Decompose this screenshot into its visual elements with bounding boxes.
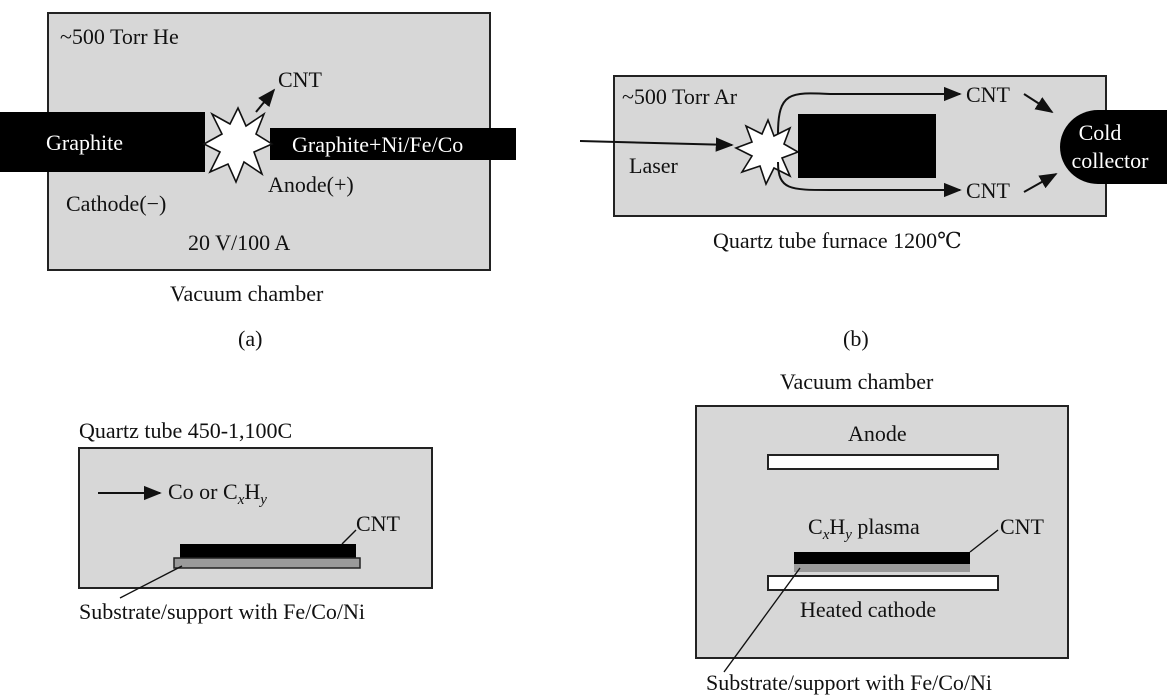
cnt-bottom-label: CNT — [966, 178, 1011, 203]
cnt-pointer-line — [341, 529, 357, 545]
power-label: 20 V/100 A — [188, 230, 290, 255]
panel-d-cnt-layer — [794, 552, 970, 564]
panel-c-cvd: Quartz tube 450-1,100C Co or CxHy CNT Su… — [78, 418, 433, 624]
arc-spark-icon — [202, 106, 274, 185]
graphite-anode-label: Graphite+Ni/Fe/Co — [292, 132, 463, 157]
panel-a-pressure-label: ~500 Torr He — [60, 24, 179, 49]
cnt-arrow — [255, 88, 276, 113]
panel-d-substrate-pointer-line — [723, 567, 801, 673]
panel-d-chamber-label: Vacuum chamber — [780, 369, 934, 394]
gas-label: Co or CxHy — [168, 479, 267, 508]
anode-plate — [767, 454, 999, 470]
collector-label-line1: Cold — [1079, 120, 1122, 145]
anode-label: Anode(+) — [268, 172, 354, 197]
graphite-cathode-rod — [0, 112, 205, 172]
panel-d-cnt-label: CNT — [1000, 514, 1045, 539]
panel-b-laser-ablation: ~500 Torr Ar Laser CNT CNT Cold collecto… — [579, 75, 1167, 351]
panel-a-arc-discharge: ~500 Torr He Graphite Graphite+Ni/Fe/Co … — [0, 12, 516, 351]
laser-label: Laser — [629, 153, 679, 178]
graphite-target-block — [798, 114, 936, 178]
cathode-label: Cathode(−) — [66, 191, 166, 216]
cnt-flow-top-line — [777, 86, 962, 135]
panel-b-pressure-label: ~500 Torr Ar — [622, 84, 738, 109]
graphite-cathode-label: Graphite — [46, 130, 123, 155]
collector-arrow-bottom — [1023, 173, 1058, 193]
laser-spark-icon — [734, 117, 800, 187]
panel-d-anode-label: Anode — [848, 421, 907, 446]
panel-c-substrate-label: Substrate/support with Fe/Co/Ni — [79, 599, 365, 624]
cold-collector-shape — [1060, 110, 1167, 184]
panel-d-cnt-pointer-line — [969, 529, 999, 553]
plasma-label: CxHy plasma — [808, 514, 920, 543]
substrate-pointer-line — [119, 565, 183, 599]
panel-b-caption: (b) — [843, 326, 869, 351]
substrate-support — [173, 557, 361, 569]
cnt-flow-bottom-line — [777, 161, 962, 198]
collector-arrow-top — [1023, 93, 1054, 113]
graphite-anode-rod — [270, 128, 516, 160]
furnace-label: Quartz tube furnace 1200℃ — [713, 228, 962, 253]
quartz-tube-label: Quartz tube 450-1,100C — [79, 418, 292, 443]
cnt-layer — [180, 544, 356, 558]
panel-c-cnt-label: CNT — [356, 511, 401, 536]
panel-a-caption: (a) — [238, 326, 262, 351]
cnt-top-label: CNT — [966, 82, 1011, 107]
panel-d-vacuum-chamber-box — [695, 405, 1069, 659]
panel-d-pecvd: Vacuum chamber Anode CxHy plasma CNT Hea… — [695, 369, 1069, 695]
heated-cathode-label: Heated cathode — [800, 597, 936, 622]
heated-cathode-plate — [767, 575, 999, 591]
panel-a-chamber-label: Vacuum chamber — [170, 281, 324, 306]
collector-label-line2: collector — [1072, 148, 1150, 173]
panel-a-cnt-label: CNT — [278, 67, 323, 92]
panel-d-substrate-label: Substrate/support with Fe/Co/Ni — [706, 670, 992, 695]
panel-d-substrate-support — [794, 564, 970, 572]
laser-arrow — [579, 137, 734, 152]
